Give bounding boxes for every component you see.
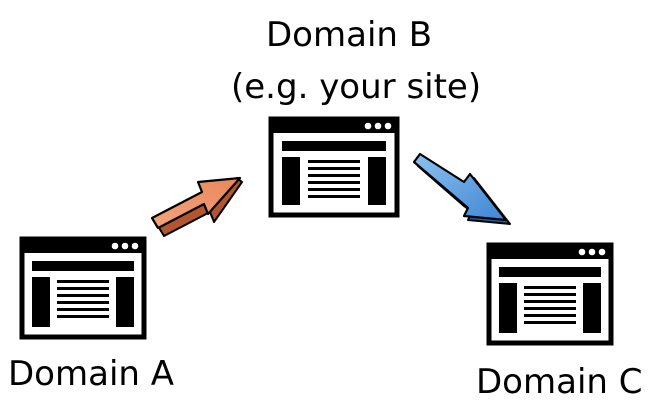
domain-a-title: Domain A: [8, 354, 174, 394]
arrow-right-down-icon: [412, 152, 511, 225]
arrow-b-to-c: [410, 150, 514, 230]
domain-b-site: [268, 116, 400, 218]
domain-c-site: [486, 242, 614, 346]
browser-window-icon: [268, 116, 400, 218]
domain-b-subtitle: (e.g. your site): [231, 67, 482, 107]
arrow-a-to-b: [148, 170, 248, 246]
domain-c-title: Domain C: [476, 362, 643, 402]
domain-a-site: [19, 236, 147, 340]
browser-window-icon: [19, 236, 147, 340]
domain-b-title: Domain B: [266, 15, 433, 55]
browser-window-icon: [486, 242, 614, 346]
arrow-right-up-icon: [150, 176, 243, 237]
